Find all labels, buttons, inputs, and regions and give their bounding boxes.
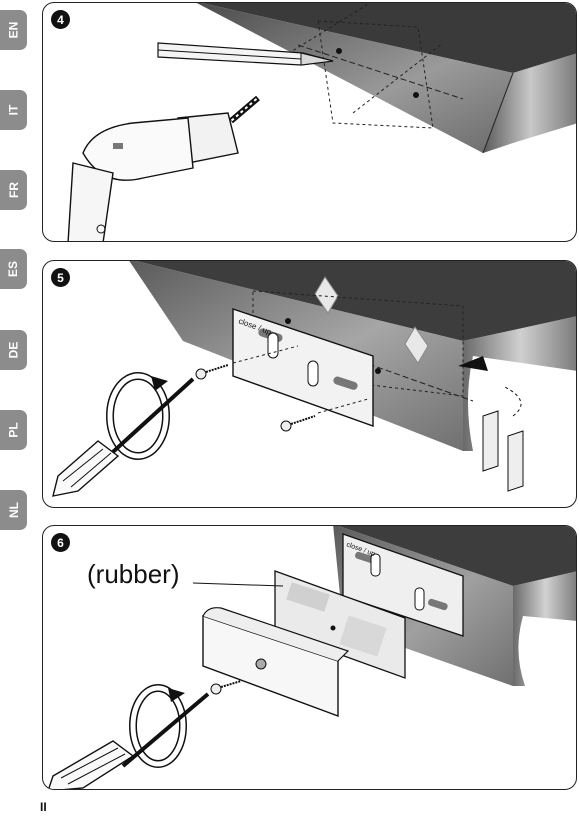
- language-tab-es[interactable]: ES: [0, 249, 27, 289]
- screw-icon: [210, 680, 242, 695]
- beam-rounded-edge: [513, 571, 576, 686]
- rotate-arrow-icon: [129, 684, 187, 768]
- language-tab-label: FR: [6, 182, 21, 198]
- step-4-panel: 4: [42, 2, 577, 242]
- drill-hole-mark: [413, 92, 419, 98]
- language-tab-label: ES: [6, 260, 21, 278]
- drill-template-outline: [317, 20, 434, 129]
- rotate-arrow-icon: [106, 372, 170, 460]
- step-5-illustration: close / up: [52, 261, 576, 497]
- housing-cover: [202, 607, 350, 718]
- step-number-badge: 6: [51, 533, 70, 552]
- rubber-callout-label: (rubber): [87, 559, 180, 589]
- language-tab-en[interactable]: EN: [0, 10, 27, 50]
- beam-top-face: [201, 3, 576, 73]
- insert-arrow-icon: [458, 356, 488, 371]
- page-number: II: [40, 800, 47, 814]
- step-5-panel: 5 close / up: [42, 260, 577, 508]
- language-tab-label: IT: [6, 104, 21, 116]
- language-tab-nl[interactable]: NL: [0, 490, 27, 530]
- mounting-plate: close / up: [232, 308, 374, 427]
- language-tab-label: PL: [6, 422, 21, 438]
- step-number-badge: 5: [51, 268, 70, 287]
- language-tab-label: DE: [6, 341, 21, 359]
- drill-hole-mark: [336, 48, 342, 54]
- pencil-icon: [157, 42, 334, 66]
- beam-rounded-edge: [463, 316, 576, 451]
- step-6-panel: 6 (rubber) close / up: [42, 525, 577, 790]
- electric-drill-icon: [67, 94, 262, 241]
- screwdriver-icon: [47, 692, 210, 789]
- language-tab-fr[interactable]: FR: [0, 170, 27, 210]
- beam-top-face: [338, 526, 576, 586]
- beam-top-face: [136, 261, 576, 341]
- step-6-illustration: close / up: [47, 526, 576, 789]
- language-tab-de[interactable]: DE: [0, 330, 27, 370]
- mounted-plate: close / up: [342, 533, 464, 637]
- beam-rounded-edge: [483, 53, 576, 153]
- step-number-badge: 4: [51, 10, 70, 29]
- rubber-gasket: [274, 570, 406, 679]
- language-tab-it[interactable]: IT: [0, 90, 27, 130]
- language-tab-label: NL: [6, 502, 21, 518]
- screwdriver-icon: [52, 377, 195, 497]
- beam-front-face: [196, 3, 513, 153]
- screw-icon: [280, 415, 316, 432]
- language-tab-label: EN: [6, 21, 21, 39]
- language-tab-pl[interactable]: PL: [0, 410, 27, 450]
- step-4-illustration: [67, 3, 576, 241]
- screw-icon: [195, 364, 229, 380]
